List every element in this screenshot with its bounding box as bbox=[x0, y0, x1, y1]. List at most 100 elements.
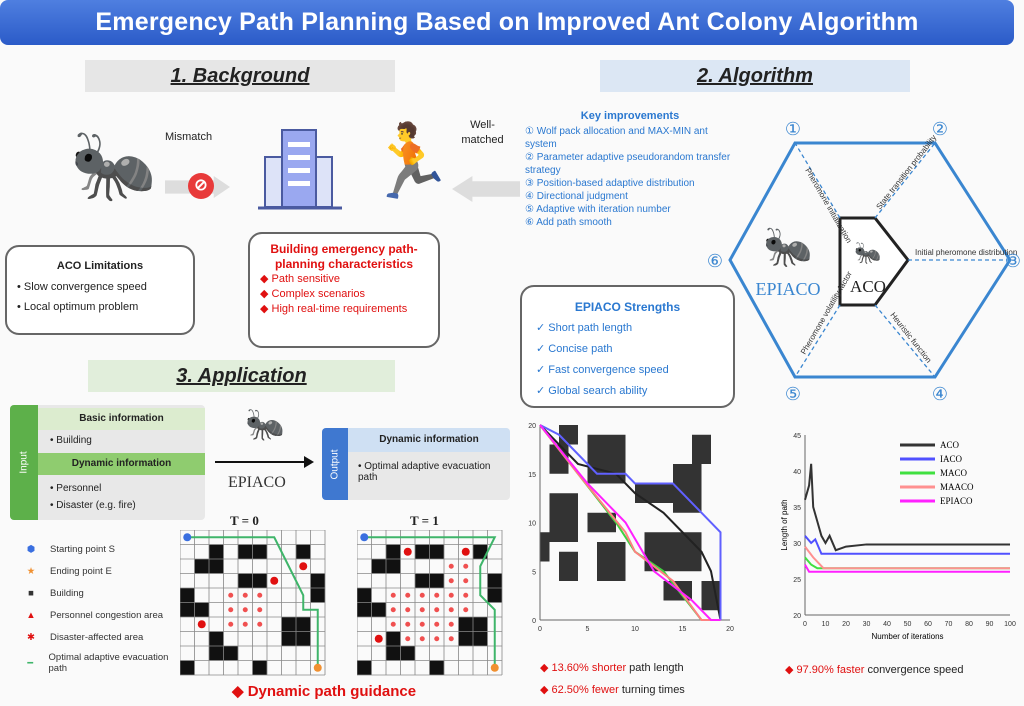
y-tick-label: 30 bbox=[793, 541, 801, 548]
improvement-item: ④ Directional judgment bbox=[525, 191, 628, 202]
output-panel: Output Dynamic information • Optimal ada… bbox=[322, 428, 510, 500]
key-improvements: Key improvements ① Wolf pack allocation … bbox=[525, 110, 735, 229]
disaster-cell bbox=[228, 592, 234, 598]
legend-disaster: ✱Disaster-affected area bbox=[20, 626, 180, 648]
disaster-cell bbox=[405, 607, 411, 613]
building-cell bbox=[209, 646, 224, 661]
y-tick-label: 5 bbox=[532, 569, 536, 576]
x-tick-label: 0 bbox=[538, 626, 542, 633]
epiaco-ant-icon: 🐜 bbox=[763, 225, 813, 269]
building-cell bbox=[194, 559, 209, 574]
disaster-cell bbox=[390, 592, 396, 598]
path-results: ◆ 13.60% shorter path length ◆ 62.50% fe… bbox=[540, 657, 685, 701]
x-tick-label: 30 bbox=[863, 621, 871, 628]
legend-congestion: ▲Personnel congestion area bbox=[20, 604, 180, 626]
x-tick-label: 20 bbox=[726, 626, 734, 633]
end-point bbox=[490, 663, 499, 672]
x-tick-label: 70 bbox=[945, 621, 953, 628]
disaster-cell bbox=[434, 607, 440, 613]
strengths-title: EPIACO Strengths bbox=[574, 300, 681, 314]
result-path-length: ◆ 13.60% shorter path length bbox=[540, 662, 684, 674]
series-line-MAACO bbox=[804, 545, 1010, 570]
y-tick-label: 40 bbox=[793, 469, 801, 476]
congestion-cell bbox=[197, 620, 206, 629]
building-cell bbox=[429, 544, 444, 559]
building-characteristics-title: Building emergency path-planning charact… bbox=[270, 242, 418, 271]
obstacle bbox=[701, 581, 721, 611]
x-tick-label: 5 bbox=[586, 626, 590, 633]
building-cell bbox=[209, 631, 224, 646]
disaster-cell bbox=[405, 636, 411, 642]
input-panel: Input Basic information • Building Dynam… bbox=[10, 405, 205, 520]
disaster-cell bbox=[448, 636, 454, 642]
grid-map-t1 bbox=[357, 530, 503, 676]
disaster-cell bbox=[228, 607, 234, 613]
x-tick-label: 50 bbox=[904, 621, 912, 628]
disaster-cell bbox=[257, 621, 263, 627]
legend-label: MAACO bbox=[940, 482, 974, 492]
building-cell bbox=[238, 573, 253, 588]
building-cell bbox=[429, 573, 444, 588]
arrow-head-icon bbox=[304, 456, 314, 468]
obstacle bbox=[587, 512, 616, 533]
obstacle bbox=[587, 434, 626, 484]
y-tick-label: 20 bbox=[528, 423, 536, 430]
strength-item: ✓ Global search ability bbox=[536, 385, 648, 397]
hex-number: ⑥ bbox=[707, 251, 723, 272]
congestion-cell bbox=[403, 547, 412, 556]
start-point-icon: ⬢ bbox=[26, 543, 36, 555]
building-cell bbox=[357, 602, 372, 617]
limitation-item: • Local optimum problem bbox=[17, 301, 139, 313]
disaster-cell bbox=[242, 607, 248, 613]
improvement-item: ③ Position-based adaptive distribution bbox=[525, 178, 695, 189]
y-axis-label: Length of path bbox=[780, 499, 789, 550]
end-point bbox=[313, 663, 322, 672]
result-turning-times: ◆ 62.50% fewer turning times bbox=[540, 684, 685, 696]
x-tick-label: 80 bbox=[965, 621, 973, 628]
disaster-cell bbox=[390, 621, 396, 627]
epiaco-ant-icon: 🐜 bbox=[245, 406, 285, 442]
x-tick-label: 90 bbox=[986, 621, 994, 628]
building-cell bbox=[386, 544, 401, 559]
key-improvements-title: Key improvements bbox=[580, 110, 680, 122]
legend-path: ━Optimal adaptive evacuation path bbox=[20, 648, 180, 678]
series-line-IACO bbox=[804, 535, 1010, 555]
series-line-MACO bbox=[804, 556, 1010, 570]
building-cell bbox=[180, 602, 195, 617]
disaster-cell bbox=[434, 636, 440, 642]
building-cell bbox=[487, 573, 502, 588]
building-characteristics-box: Building emergency path-planning charact… bbox=[248, 232, 440, 348]
end-point-icon: ★ bbox=[26, 565, 36, 577]
output-item: • Optimal adaptive evacuation path bbox=[358, 461, 491, 483]
disaster-cell bbox=[419, 607, 425, 613]
building-cell bbox=[252, 660, 267, 675]
path-line-icon: ━ bbox=[27, 657, 34, 669]
y-tick-label: 20 bbox=[793, 613, 801, 620]
y-tick-label: 45 bbox=[793, 433, 801, 440]
series-line-EPIACO bbox=[804, 564, 1010, 573]
x-tick-label: 40 bbox=[883, 621, 891, 628]
building-cell bbox=[487, 588, 502, 603]
disaster-cell bbox=[448, 592, 454, 598]
hex-number: ⑤ bbox=[785, 384, 801, 405]
building-cell bbox=[238, 544, 253, 559]
legend-label: ACO bbox=[940, 440, 960, 450]
mismatch-label: Mismatch bbox=[165, 131, 213, 143]
improvement-item: ⑥ Add path smooth bbox=[525, 217, 612, 228]
x-tick-label: 10 bbox=[822, 621, 830, 628]
disaster-cell bbox=[257, 592, 263, 598]
disaster-cell bbox=[419, 636, 425, 642]
process-arrow bbox=[215, 461, 310, 463]
disaster-cell bbox=[448, 578, 454, 584]
grid-t1-label: T = 1 bbox=[410, 513, 439, 528]
congestion-triangle-icon: ▲ bbox=[26, 609, 36, 621]
obstacle bbox=[549, 444, 569, 474]
disaster-cell bbox=[419, 592, 425, 598]
hex-label: State transition probability bbox=[874, 133, 938, 211]
series-line-EPIACO bbox=[539, 424, 721, 621]
building-cell bbox=[180, 660, 195, 675]
building-cell bbox=[357, 588, 372, 603]
basic-info-item: • Building bbox=[50, 435, 92, 446]
improvement-item: ① Wolf pack allocation and MAX-MIN ant s… bbox=[525, 126, 708, 150]
